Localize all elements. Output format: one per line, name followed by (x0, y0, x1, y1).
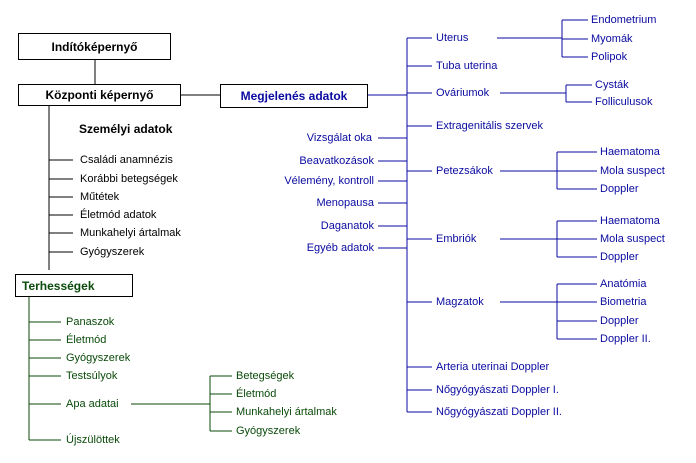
fetus-child[interactable]: Doppler (600, 315, 639, 327)
organ-item[interactable]: Extragenitális szervek (436, 120, 543, 132)
personal-item[interactable]: Műtétek (80, 191, 120, 203)
pregnancy-item[interactable]: Panaszok (66, 316, 115, 328)
organ-item[interactable]: Embriók (436, 233, 480, 246)
sac-child[interactable]: Haematoma (600, 146, 660, 158)
left-menu-item[interactable]: Vizsgálat oka (306, 132, 372, 144)
father-child[interactable]: Munkahelyi ártalmak (236, 406, 337, 418)
fetus-child[interactable]: Biometria (600, 296, 647, 308)
embryo-child[interactable]: Mola suspect (600, 233, 665, 245)
central-screen-box[interactable]: Központi képernyő (18, 84, 181, 106)
father-child[interactable]: Gyógyszerek (236, 425, 301, 437)
fetus-child[interactable]: Anatómia (600, 278, 647, 290)
left-menu-item[interactable]: Egyéb adatok (306, 242, 374, 254)
embryo-child[interactable]: Doppler (600, 251, 639, 263)
fetus-child[interactable]: Doppler II. (600, 333, 651, 345)
uterus-child[interactable]: Endometrium (591, 14, 657, 26)
ovary-child[interactable]: Folliculusok (595, 96, 653, 108)
sac-child[interactable]: Mola suspect (600, 165, 665, 177)
ovary-child[interactable]: Cysták (595, 79, 629, 91)
appearance-data-box[interactable]: Megjelenés adatok (220, 84, 368, 108)
left-menu-item[interactable]: Beavatkozások (299, 155, 374, 167)
pregnancy-item[interactable]: Újszülöttek (66, 434, 120, 446)
personal-item[interactable]: Korábbi betegségek (80, 173, 178, 185)
personal-item[interactable]: Családi anamnézis (80, 154, 173, 166)
personal-item[interactable]: Gyógyszerek (80, 246, 145, 258)
left-menu-item[interactable]: Menopausa (316, 197, 375, 209)
organ-item[interactable]: Petezsákok (436, 165, 493, 177)
uterus-child[interactable]: Myomák (591, 33, 633, 45)
uterus-child[interactable]: Polipok (591, 51, 628, 63)
personal-item[interactable]: Életmód adatok (80, 209, 157, 221)
organ-item[interactable]: Tuba uterina (436, 60, 498, 72)
father-child[interactable]: Életmód (236, 388, 277, 400)
organ-item[interactable]: Ováriumok (436, 87, 493, 100)
pregnancy-item[interactable]: Testsúlyok (66, 370, 118, 382)
father-child[interactable]: Betegségek (236, 370, 295, 382)
embryo-child[interactable]: Haematoma (600, 215, 660, 227)
start-screen-box[interactable]: Indítóképernyő (18, 33, 171, 60)
personal-data-heading[interactable]: Személyi adatok (79, 122, 173, 136)
organ-item[interactable]: Magzatok (436, 296, 487, 309)
organ-item[interactable]: Nőgyógyászati Doppler II. (436, 406, 562, 418)
organ-item[interactable]: Uterus (436, 32, 469, 44)
left-menu-item[interactable]: Vélemény, kontroll (284, 175, 374, 187)
pregnancy-item[interactable]: Apa adatai (66, 398, 119, 410)
organ-item[interactable]: Arteria uterinai Doppler (436, 361, 550, 373)
pregnancies-box[interactable]: Terhességek (15, 274, 133, 297)
left-menu-item[interactable]: Daganatok (320, 220, 374, 232)
personal-item[interactable]: Munkahelyi ártalmak (80, 227, 181, 239)
organ-item[interactable]: Nőgyógyászati Doppler I. (436, 384, 559, 396)
pregnancy-item[interactable]: Gyógyszerek (66, 352, 131, 364)
pregnancy-item[interactable]: Életmód (66, 334, 107, 346)
sac-child[interactable]: Doppler (600, 183, 639, 195)
